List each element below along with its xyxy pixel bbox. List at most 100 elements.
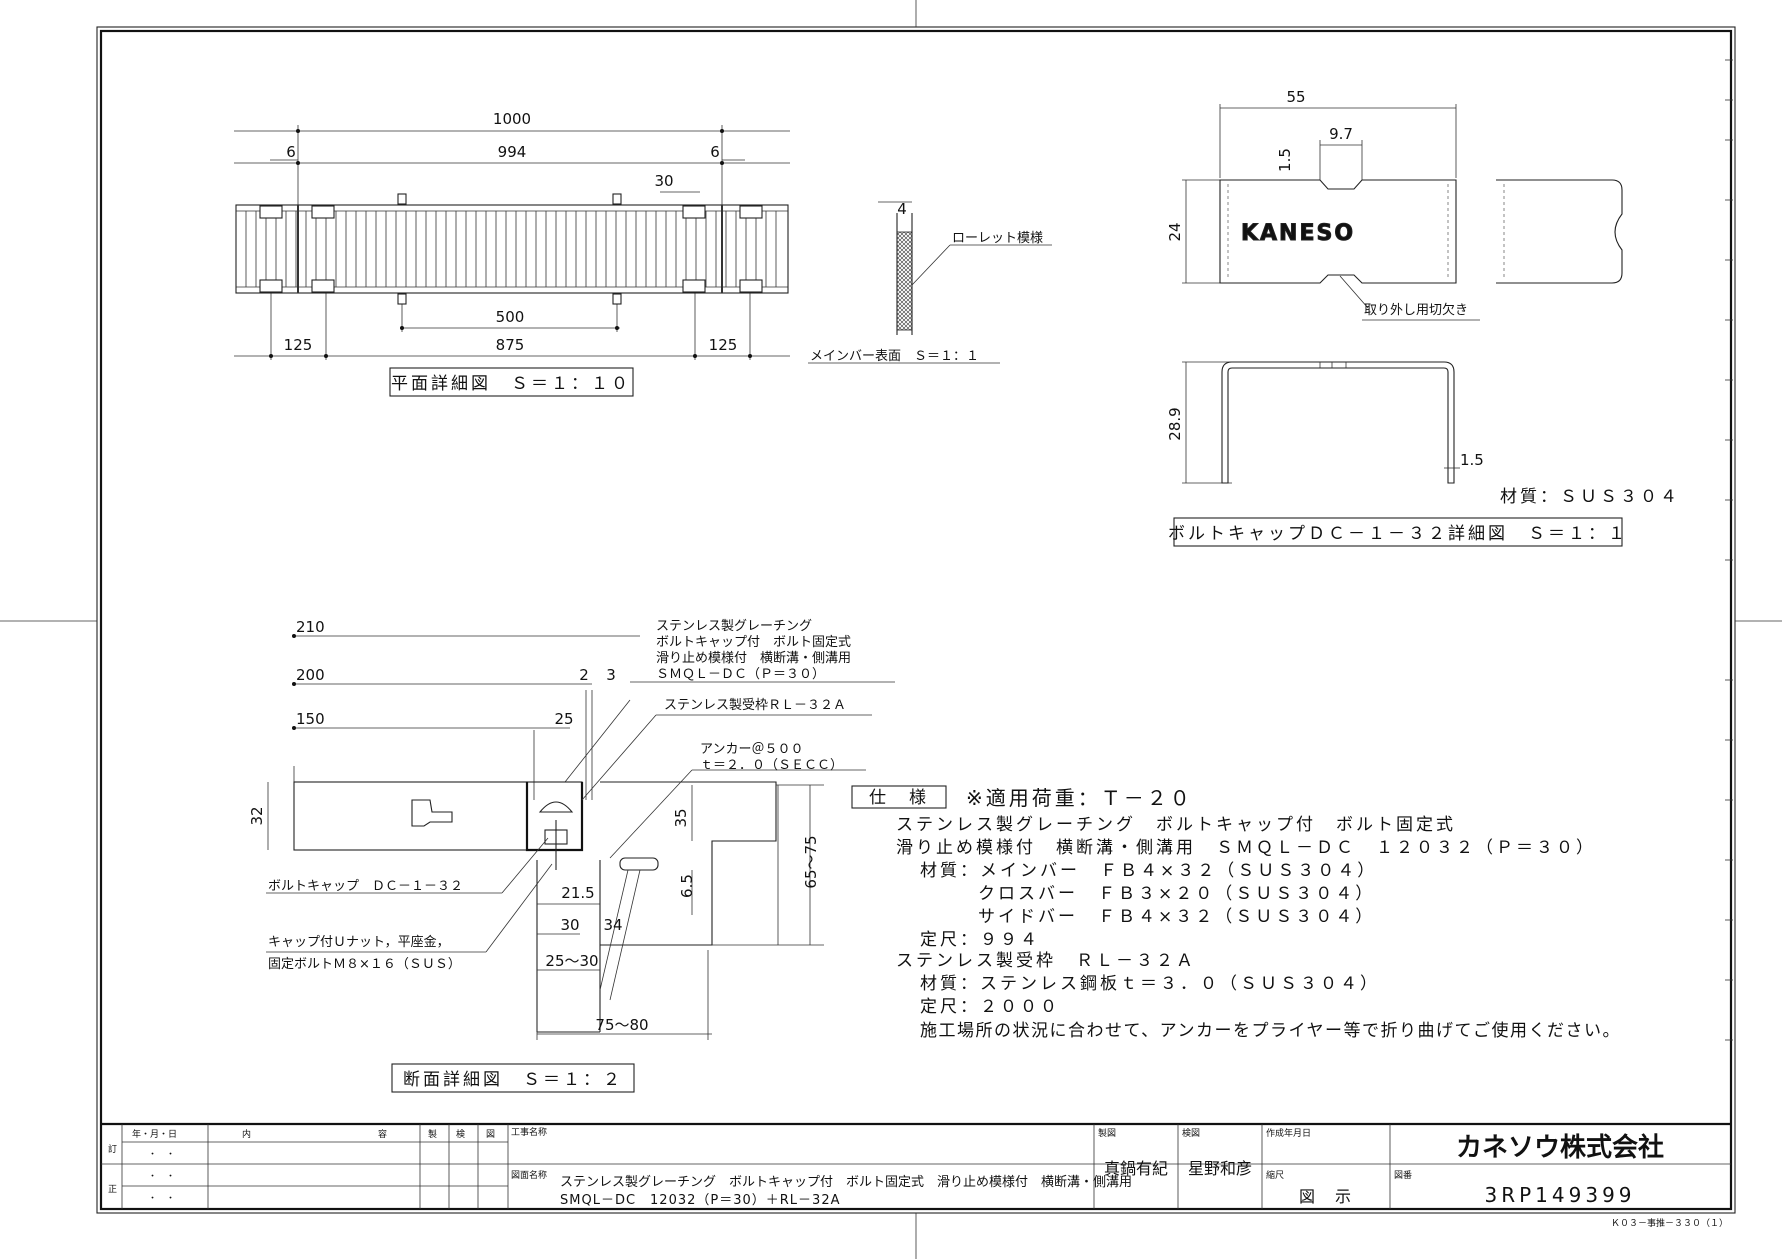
title-block: 訂 正 年・月・日 内 容 製 検 図 ・ ・ ・ ・ ・ ・ 工事名称 図面名…: [101, 1122, 1731, 1229]
dim-210: 210: [296, 618, 325, 636]
boltcap-label: ボルトキャップ ＤＣ－１－３２: [268, 879, 463, 894]
tb-checked: 検: [456, 1128, 465, 1140]
tb-dots-1: ・ ・: [148, 1150, 175, 1160]
dim-21-5: 21.5: [561, 884, 594, 902]
grating-label-3: 滑り止め模様付 横断溝・側溝用: [656, 651, 851, 666]
company-name: カネソウ株式会社: [1456, 1132, 1664, 1163]
dim-994: 994: [498, 143, 527, 161]
dim-1-5b: 1.5: [1460, 451, 1484, 469]
grating-label-4: ＳＭＱＬ－ＤＣ（Ｐ＝３０）: [656, 667, 825, 682]
tb-name-2: SMQL－DC 12032（P＝30）＋RL－32A: [560, 1193, 840, 1208]
tb-date: 年・月・日: [132, 1128, 177, 1140]
nut-label-1: キャップ付Ｕナット，平座金，: [268, 934, 450, 950]
frame-label: ステンレス製受枠ＲＬ－３２Ａ: [664, 698, 846, 713]
notch-label: 取り外し用切欠き: [1364, 302, 1468, 318]
grating-section: [293, 781, 528, 851]
dim-3: 3: [606, 666, 616, 684]
dim-2: 2: [579, 666, 589, 684]
dim-65-75: 65～75: [802, 835, 820, 888]
anchor-label-2: ｔ＝２．０（ＳＥＣＣ）: [700, 758, 843, 773]
spec-line-7: ステンレス製受枠 ＲＬ－３２Ａ: [896, 951, 1196, 971]
spec-line-2: 滑り止め模様付 横断溝・側溝用 ＳＭＱＬ－ＤＣ １２０３２（Ｐ＝３０）: [896, 838, 1596, 858]
tb-date-made: 作成年月日: [1266, 1127, 1311, 1139]
spec-head: 仕 様: [869, 788, 929, 808]
frame-section: [526, 781, 583, 851]
grating-label-2: ボルトキャップ付 ボルト固定式: [656, 635, 851, 650]
dim-6-5: 6.5: [678, 874, 696, 898]
boltcap-view: KANESO 55 9.7 1.5 24 取り外し用切欠き 28.9 1.5 材…: [1166, 88, 1680, 547]
surface-view: 4 ローレット模様 メインバー表面 Ｓ＝１：１: [808, 200, 1052, 364]
dim-875: 875: [496, 336, 525, 354]
tb-ken: 検図: [1182, 1127, 1200, 1139]
tb-sei: 製図: [1098, 1127, 1116, 1139]
tb-content: 内: [242, 1128, 251, 1140]
dim-35: 35: [672, 808, 690, 827]
knurl-label: ローレット模様: [952, 231, 1043, 246]
cap-material: 材質：ＳＵＳ３０４: [1500, 487, 1680, 507]
anchor-label-1: アンカー＠５００: [700, 742, 803, 757]
spec-line-10: 施工場所の状況に合わせて、アンカーをプライヤー等で折り曲げてご使用ください。: [920, 1020, 1621, 1041]
tb-name-1: ステンレス製グレーチング ボルトキャップ付 ボルト固定式 滑り止め模様付 横断溝…: [560, 1175, 1132, 1190]
dim-150: 150: [296, 710, 325, 728]
dim-25: 25: [554, 710, 573, 728]
tb-scale: 縮尺: [1266, 1169, 1284, 1181]
dim-200: 200: [296, 666, 325, 684]
dim-24: 24: [1166, 222, 1184, 241]
spec-line-3: 材質：メインバー ＦＢ４×３２（ＳＵＳ３０４）: [920, 861, 1377, 881]
dim-500: 500: [496, 308, 525, 326]
dim-4: 4: [897, 200, 907, 218]
dim-30: 30: [654, 172, 673, 190]
drawing-number: 3RP149399: [1484, 1183, 1635, 1207]
tb-scale-val: 図 示: [1299, 1187, 1353, 1206]
plan-view: 1000 994 6 6 30 500 125 875 125 平面詳細図 Ｓ＝…: [234, 110, 790, 397]
dim-75-80: 75～80: [595, 1016, 648, 1034]
spec-line-1: ステンレス製グレーチング ボルトキャップ付 ボルト固定式: [896, 815, 1456, 835]
tb-dots-3: ・ ・: [148, 1194, 175, 1204]
tb-approved: 図: [486, 1129, 495, 1140]
section-view: 210 200 150 2 3 25 32 35 65～75 21.5 6.5 …: [248, 618, 895, 1093]
tb-ken-name: 星野和彦: [1188, 1159, 1252, 1178]
dim-125-left: 125: [284, 336, 313, 354]
tb-cor: 正: [108, 1185, 117, 1195]
cap-title: ボルトキャップＤＣ－１－３２詳細図 Ｓ＝１：１: [1168, 524, 1628, 544]
inner-border: [99, 29, 1733, 1211]
dim-34: 34: [603, 916, 622, 934]
edge-ticks: [1725, 59, 1733, 1041]
grating-plan: [235, 204, 789, 294]
tb-content2: 容: [378, 1128, 387, 1140]
plan-title: 平面詳細図 Ｓ＝１：１０: [391, 374, 631, 394]
dim-9-7: 9.7: [1329, 125, 1353, 143]
tb-dwgname: 図面名称: [511, 1169, 547, 1181]
tb-dots-2: ・ ・: [148, 1172, 175, 1182]
spec-line-6: 定尺：９９４: [920, 930, 1040, 950]
kaneso-logo: KANESO: [1241, 221, 1355, 246]
spec-line-4: クロスバー ＦＢ３×２０（ＳＵＳ３０４）: [978, 884, 1375, 904]
tb-drawn: 製: [428, 1128, 437, 1140]
tb-num-label: 図番: [1394, 1169, 1412, 1181]
dim-25-30: 25～30: [545, 952, 598, 970]
dim-1-5a: 1.5: [1276, 148, 1294, 172]
dim-6-right: 6: [710, 143, 720, 161]
dim-30: 30: [560, 916, 579, 934]
spec-line-9: 定尺：２０００: [920, 997, 1060, 1017]
dim-1000: 1000: [493, 110, 531, 128]
dim-28-9: 28.9: [1166, 407, 1184, 440]
tb-rev: 訂: [108, 1143, 117, 1155]
footer-code: Ｋ０３－事推－３３０（１）: [1611, 1217, 1728, 1229]
dim-125-right: 125: [709, 336, 738, 354]
tb-sei-name: 真鍋有紀: [1104, 1159, 1168, 1178]
spec-block: 仕 様 ※適用荷重：Ｔ－２０ ステンレス製グレーチング ボルトキャップ付 ボルト…: [851, 785, 1621, 1041]
dim-32: 32: [248, 806, 266, 825]
dim-55: 55: [1286, 88, 1305, 106]
grating-label-1: ステンレス製グレーチング: [656, 619, 812, 634]
dim-6-left: 6: [286, 143, 296, 161]
spec-line-8: 材質：ステンレス鋼板ｔ＝３．０（ＳＵＳ３０４）: [920, 974, 1380, 994]
section-title: 断面詳細図 Ｓ＝１：２: [403, 1070, 623, 1090]
spec-load: ※適用荷重：Ｔ－２０: [966, 786, 1193, 810]
surface-caption: メインバー表面 Ｓ＝１：１: [810, 349, 979, 364]
tb-proj: 工事名称: [511, 1126, 547, 1138]
bearing-bars: [245, 205, 777, 293]
spec-line-5: サイドバー ＦＢ４×３２（ＳＵＳ３０４）: [978, 907, 1375, 927]
nut-label-2: 固定ボルトＭ８×１６（ＳＵＳ）: [268, 957, 461, 972]
